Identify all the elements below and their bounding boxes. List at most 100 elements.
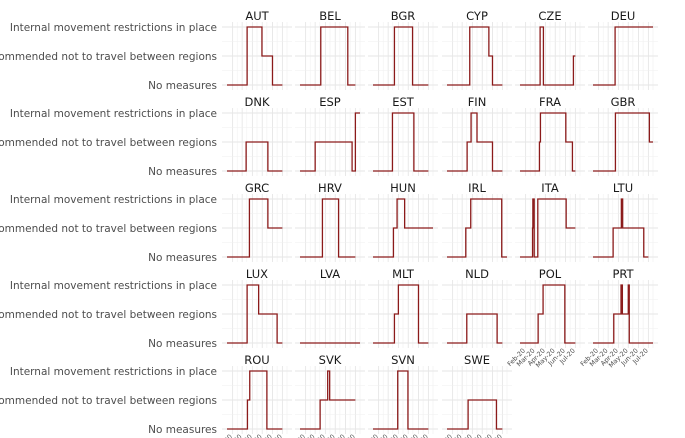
panel-title: PRT [612,267,634,281]
series-line-svk [300,370,356,430]
panel-title: DEU [611,9,636,23]
y-level-label: Internal movement restrictions in place [10,194,217,206]
panel-title: GRC [245,181,269,195]
panel-title: SWE [464,353,490,367]
panel-title: LTU [613,181,633,195]
panel-cze: CZE [515,9,585,90]
panel-title: HRV [318,181,342,195]
series-line-ltu [593,198,649,258]
panel-hrv: HRV [295,181,365,262]
panel-title: DNK [245,95,270,109]
y-level-label: No measures [148,166,217,178]
y-level-label: No measures [148,252,217,264]
series-line-lux [227,284,283,344]
panel-title: POL [539,267,562,281]
series-line-dnk [227,141,283,172]
y-level-label: Internal movement restrictions in place [10,22,217,34]
series-line-ita [520,198,576,258]
panel-title: EST [392,95,415,109]
panel-title: FRA [539,95,561,109]
series-line-esp [300,112,360,172]
series-line-cyp [447,26,503,86]
panel-dnk: DNK [222,95,292,176]
series-line-fin [447,112,503,172]
y-level-label: Internal movement restrictions in place [10,280,217,292]
panel-fin: FIN [442,95,512,176]
series-line-irl [447,198,507,258]
panel-grc: GRC [222,181,292,262]
series-line-hrv [300,198,356,258]
panel-lux: LUX [222,267,292,348]
series-line-deu [593,26,653,86]
series-line-hun [373,198,433,258]
panel-mlt: MLT [368,267,438,348]
series-line-bel [300,26,356,86]
panel-title: SVK [319,353,342,367]
y-level-label: No measures [148,424,217,436]
series-line-rou [227,370,283,430]
y-level-label: Recommended not to travel between region… [0,51,217,63]
series-line-prt [593,284,653,344]
panel-deu: DEU [588,9,658,90]
series-line-bgr [373,26,429,86]
series-line-gbr [593,112,653,172]
x-tick-label: Feb-20 [433,433,454,438]
y-level-label: Internal movement restrictions in place [10,366,217,378]
panel-title: HUN [390,181,416,195]
x-tick-label: Feb-20 [286,433,307,438]
panel-title: CZE [538,9,561,23]
panel-ita: ITA [515,181,585,262]
panel-est: EST [368,95,438,176]
panel-bel: BEL [295,9,365,90]
y-level-label: Recommended not to travel between region… [0,223,217,235]
y-level-label: Recommended not to travel between region… [0,137,217,149]
panel-title: ITA [541,181,559,195]
series-line-svn [373,370,429,430]
y-level-label: No measures [148,80,217,92]
series-line-cze [520,26,576,86]
panel-aut: AUT [222,9,292,90]
y-level-label: Internal movement restrictions in place [10,108,217,120]
panel-title: GBR [611,95,636,109]
panel-title: AUT [245,9,269,23]
panel-fra: FRA [515,95,585,176]
panel-ltu: LTU [588,181,658,262]
panel-title: BEL [319,9,341,23]
panel-lva: LVA [295,267,365,348]
panel-title: FIN [468,95,487,109]
panel-esp: ESP [295,95,365,176]
panel-title: BGR [391,9,416,23]
x-tick-label: Feb-20 [359,433,380,438]
series-line-est [373,112,429,172]
y-level-label: Recommended not to travel between region… [0,309,217,321]
series-line-aut [227,26,283,86]
series-line-pol [520,284,576,344]
y-level-label: No measures [148,338,217,350]
series-line-fra [520,112,576,172]
panel-cyp: CYP [442,9,512,90]
panel-title: LVA [320,267,340,281]
panel-bgr: BGR [368,9,438,90]
series-line-nld [447,313,503,344]
series-line-mlt [373,284,429,344]
panel-title: LUX [246,267,268,281]
panel-gbr: GBR [588,95,658,176]
panel-title: ROU [244,353,269,367]
panel-hun: HUN [368,181,438,262]
series-line-grc [227,198,283,258]
panel-title: IRL [468,181,486,195]
y-level-label: Recommended not to travel between region… [0,395,217,407]
panel-title: NLD [465,267,489,281]
panel-title: ESP [319,95,341,109]
panel-title: SVN [391,353,415,367]
series-line-swe [447,399,503,430]
panel-nld: NLD [442,267,512,348]
panel-irl: IRL [442,181,512,262]
